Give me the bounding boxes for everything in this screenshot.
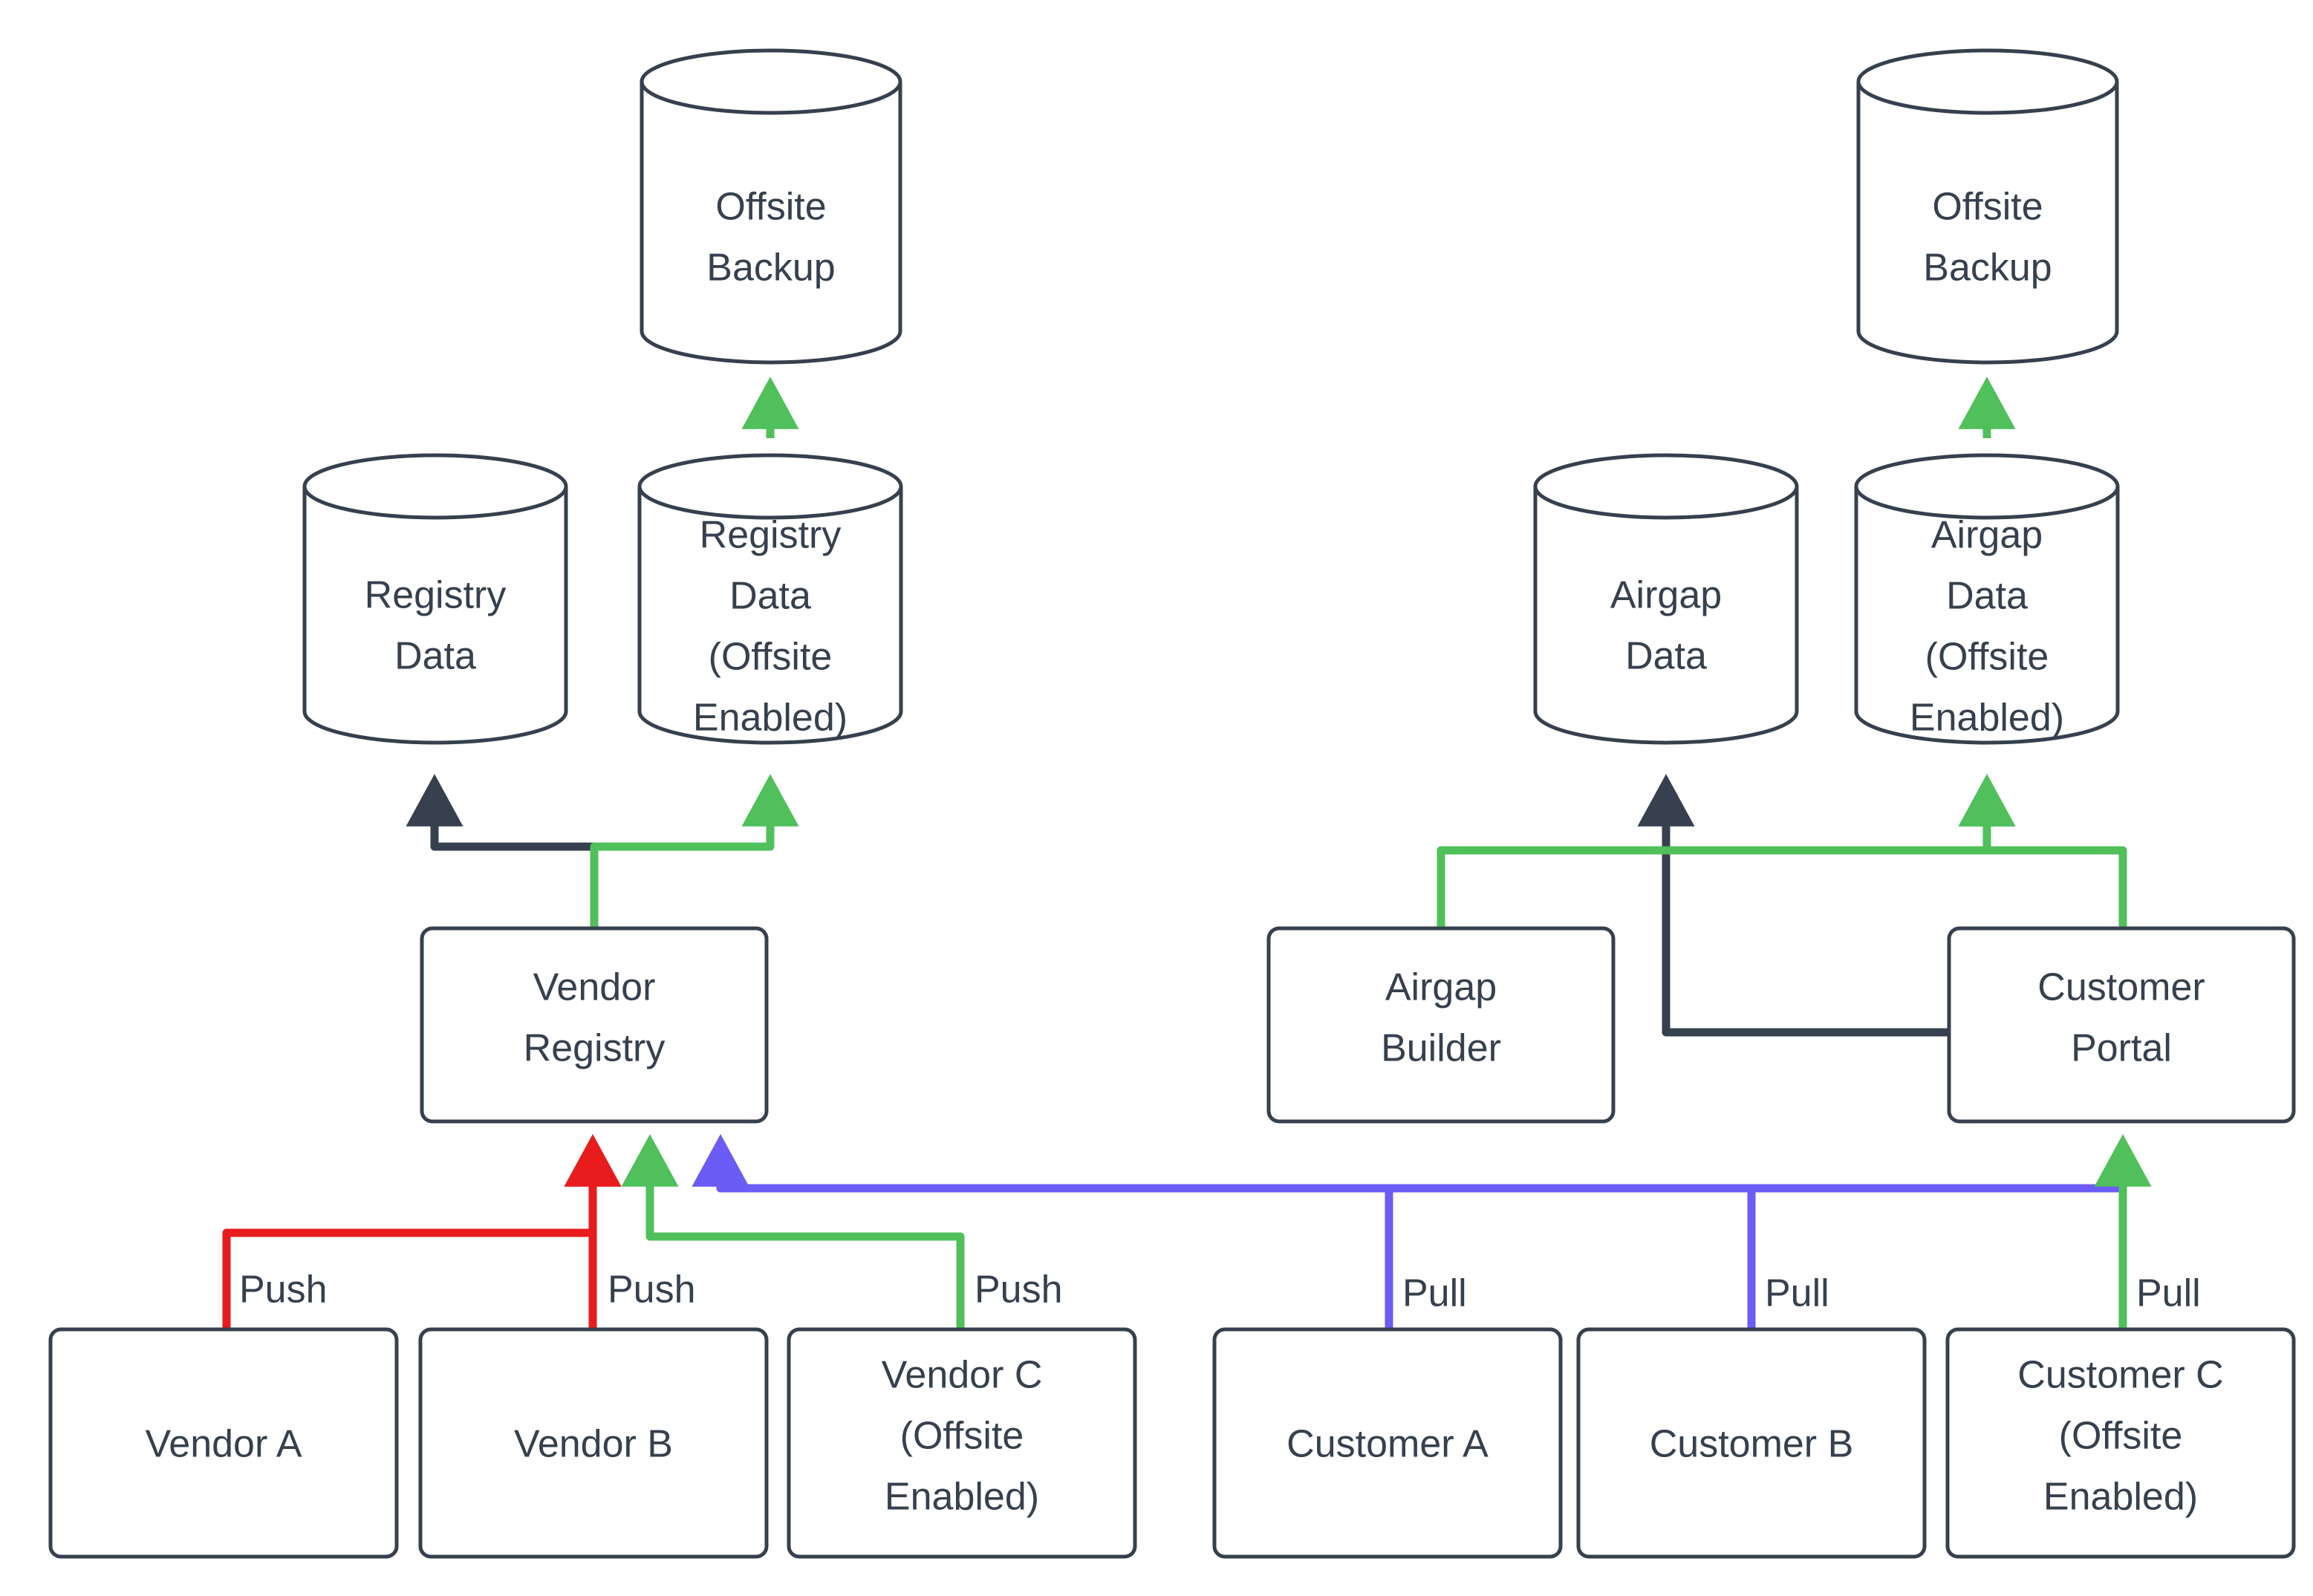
- node-customer-c[interactable]: Customer C (Offsite Enabled): [1945, 1327, 2296, 1559]
- edge-vendor-c-to-vendor-registry: [621, 1134, 965, 1329]
- edge-label-pull-b: Pull: [1765, 1272, 1829, 1315]
- node-label: Enabled): [885, 1476, 1039, 1519]
- edge-label-pull-a: Pull: [1402, 1272, 1467, 1315]
- node-customer-b[interactable]: Customer B: [1576, 1327, 1927, 1559]
- node-label: Airgap: [1385, 966, 1497, 1009]
- node-label: Enabled): [693, 697, 848, 740]
- node-label: Backup: [706, 247, 835, 290]
- node-label: Registry: [700, 514, 842, 557]
- node-label: Registry: [524, 1027, 666, 1070]
- node-label: (Offsite: [1925, 636, 2049, 679]
- node-label: Vendor C: [882, 1354, 1043, 1397]
- node-airgap-data-offsite[interactable]: Airgap Data (Offsite Enabled): [1854, 453, 2120, 745]
- node-label: Data: [1625, 635, 1707, 678]
- node-registry-data[interactable]: Registry Data: [302, 453, 568, 745]
- node-label: Airgap: [1610, 574, 1722, 617]
- node-offsite-backup-right[interactable]: Offsite Backup: [1856, 48, 2119, 365]
- node-label: Customer C: [2017, 1354, 2223, 1397]
- node-label: Portal: [2071, 1027, 2172, 1070]
- edge-label-push-c: Push: [975, 1268, 1063, 1312]
- edge-label-pull-c: Pull: [2136, 1272, 2201, 1315]
- node-label: Offsite: [715, 186, 826, 229]
- node-vendor-c[interactable]: Vendor C (Offsite Enabled): [787, 1327, 1137, 1559]
- node-label: Offsite: [1932, 186, 2043, 229]
- node-label: Registry: [365, 574, 507, 617]
- node-label: Vendor: [533, 966, 656, 1009]
- node-airgap-data[interactable]: Airgap Data: [1533, 453, 1799, 745]
- edge-vendor-registry-to-registry-data-offsite: [590, 774, 799, 928]
- node-label: Customer: [2037, 966, 2205, 1009]
- node-vendor-b[interactable]: Vendor B: [418, 1327, 769, 1559]
- node-label: (Offsite: [900, 1415, 1024, 1458]
- node-label: Data: [729, 575, 811, 618]
- edge-label-push-a: Push: [239, 1268, 328, 1312]
- node-customer-portal[interactable]: Customer Portal: [1947, 926, 2296, 1124]
- node-label: Enabled): [2043, 1476, 2198, 1519]
- edge-customer-portal-to-airgap-data: [1637, 774, 1961, 1037]
- node-label: (Offsite: [2059, 1415, 2183, 1458]
- edge-airgap-builder-to-airgap-data-offsite: [1437, 774, 2016, 928]
- node-label: Builder: [1381, 1027, 1501, 1070]
- node-label: Data: [394, 635, 476, 678]
- node-label: Data: [1946, 575, 2028, 618]
- node-label: (Offsite: [709, 636, 833, 679]
- node-label: Airgap: [1931, 514, 2043, 557]
- node-vendor-a[interactable]: Vendor A: [48, 1327, 399, 1559]
- node-offsite-backup-left[interactable]: Offsite Backup: [640, 48, 902, 365]
- node-airgap-builder[interactable]: Airgap Builder: [1266, 926, 1616, 1124]
- node-label: Customer A: [1286, 1423, 1489, 1466]
- node-label: Vendor A: [145, 1423, 302, 1466]
- node-label: Customer B: [1650, 1423, 1854, 1466]
- node-vendor-registry[interactable]: Vendor Registry: [420, 926, 769, 1124]
- node-label: Enabled): [1910, 697, 2064, 740]
- edge-customer-portal-to-airgap-data-offsite: [1958, 774, 2127, 928]
- node-customer-a[interactable]: Customer A: [1212, 1327, 1563, 1559]
- node-label: Backup: [1923, 247, 2052, 290]
- edge-vendor-registry-to-registry-data: [406, 774, 599, 928]
- node-label: Vendor B: [514, 1423, 673, 1466]
- edge-label-push-b: Push: [608, 1268, 696, 1312]
- node-registry-data-offsite[interactable]: Registry Data (Offsite Enabled): [637, 453, 903, 745]
